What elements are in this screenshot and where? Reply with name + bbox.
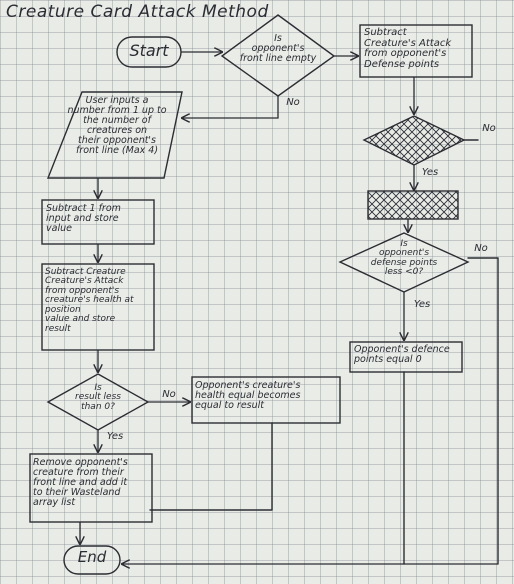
crossed-box-shape: [367, 190, 459, 220]
end-label: End: [77, 548, 107, 566]
arrow-decision-no-to-input: [182, 96, 279, 118]
edge-label-no-result: No: [162, 389, 176, 400]
subtract-one-shape: [41, 199, 155, 245]
subtract-attack-label: Subtract Creature Creature's Attack from…: [45, 267, 134, 334]
edge-label-yes-crossed: Yes: [421, 167, 439, 178]
decision-defense-label: Is opponent's defense points less <0?: [370, 239, 438, 278]
crossed-decision-shape: [362, 115, 466, 166]
defense-equal-label: Opponent's defence points equal 0: [354, 344, 450, 365]
decision-result-label: Is result less than 0?: [75, 383, 121, 412]
edge-label-no-crossed: No: [482, 123, 496, 134]
edge-label-no-front: No: [286, 97, 300, 108]
end-terminal-shape: [63, 545, 121, 575]
decision-front-line-label: Is opponent's front line empty: [239, 33, 317, 64]
user-input-shape: [46, 91, 183, 179]
user-input-label: User inputs a number from 1 up to the nu…: [67, 95, 167, 156]
subtract-attack-shape: [41, 263, 155, 351]
start-label: Start: [129, 41, 169, 60]
defense-equal-shape: [349, 341, 463, 373]
edge-label-no-defense: No: [474, 243, 488, 254]
subtract-one-label: Subtract 1 from input and store value: [46, 203, 121, 234]
subtract-defense-label: Subtract Creature's Attack from opponent…: [364, 27, 452, 70]
remove-creature-shape: [29, 453, 153, 523]
subtract-defense-shape: [359, 24, 473, 78]
line-defense-no: [467, 257, 499, 565]
line-health-down: [149, 422, 273, 511]
health-equal-label: Opponent's creature's health equal becom…: [195, 380, 301, 411]
remove-creature-label: Remove opponent's creature from their fr…: [33, 457, 128, 508]
edge-label-yes-result: Yes: [106, 431, 124, 442]
diagram-title: Creature Card Attack Method: [6, 2, 269, 22]
health-equal-shape: [191, 376, 341, 424]
edge-label-yes-defense: Yes: [413, 299, 431, 310]
